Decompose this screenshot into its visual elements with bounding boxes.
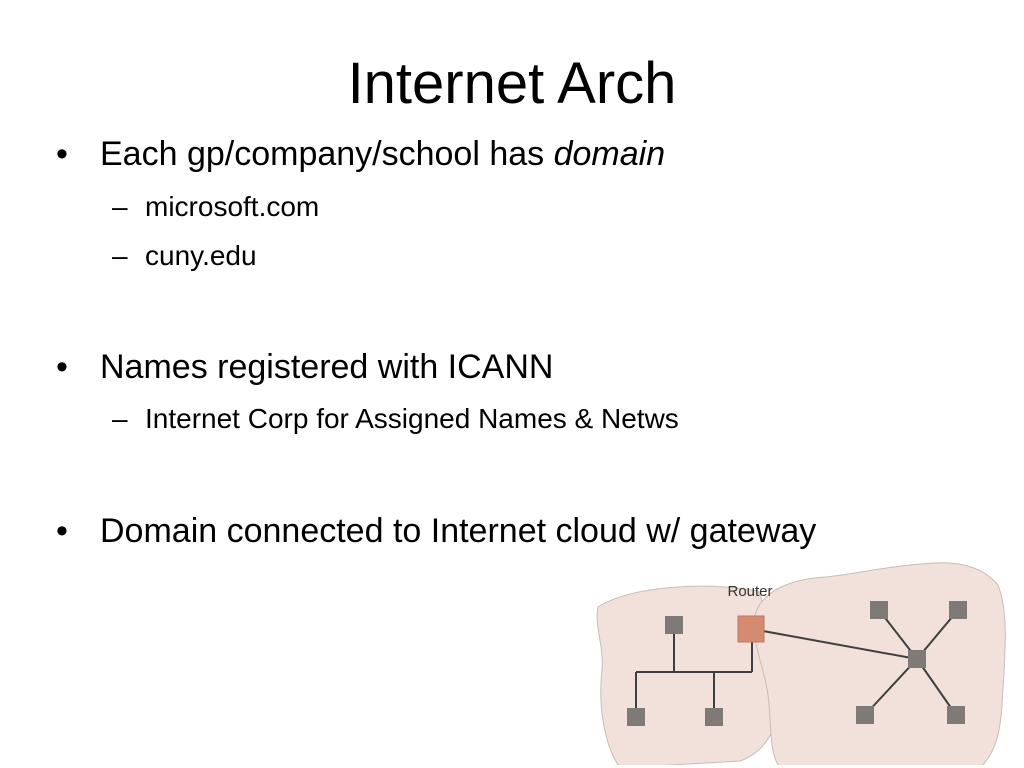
- sub-bullet-cuny: –cuny.edu: [112, 239, 257, 273]
- bullet-marker: •: [56, 512, 68, 550]
- slide-title: Internet Arch: [347, 51, 677, 116]
- bullet-text: Names registered with ICANN: [100, 348, 554, 386]
- sub-bullet-microsoft: –microsoft.com: [112, 190, 319, 224]
- bullet-marker: •: [56, 348, 68, 386]
- sub-bullet-text: Internet Corp for Assigned Names & Netws: [145, 403, 679, 434]
- bullet-text: Each gp/company/school has: [100, 135, 554, 173]
- network-diagram: Router: [596, 562, 1006, 765]
- dash-marker: –: [112, 240, 128, 271]
- host-node: [949, 601, 967, 619]
- network-nodes: [627, 601, 967, 726]
- dash-marker: –: [112, 403, 128, 434]
- router-node: [737, 615, 765, 643]
- switch-node: [908, 650, 926, 668]
- bullet-domain: • Each gp/company/school has domain: [56, 134, 665, 174]
- dash-marker: –: [112, 191, 128, 222]
- bullet-emphasis: domain: [553, 135, 666, 173]
- bullet-text: Domain connected to Internet cloud w/ ga…: [100, 512, 817, 550]
- sub-bullet-icann-expansion: –Internet Corp for Assigned Names & Netw…: [112, 402, 679, 436]
- right-domain-cloud: [753, 562, 1006, 765]
- bullet-gateway: • Domain connected to Internet cloud w/ g…: [56, 511, 816, 551]
- host-node: [705, 708, 723, 726]
- host-node: [870, 601, 888, 619]
- sub-bullet-text: cuny.edu: [145, 240, 257, 271]
- host-node: [627, 708, 645, 726]
- bullet-marker: •: [56, 135, 68, 173]
- bullet-icann: • Names registered with ICANN: [56, 347, 553, 387]
- host-node: [665, 616, 683, 634]
- left-domain-cloud: [596, 585, 779, 765]
- host-node: [856, 706, 874, 724]
- host-node: [947, 706, 965, 724]
- sub-bullet-text: microsoft.com: [145, 191, 320, 222]
- router-label: Router: [727, 583, 772, 600]
